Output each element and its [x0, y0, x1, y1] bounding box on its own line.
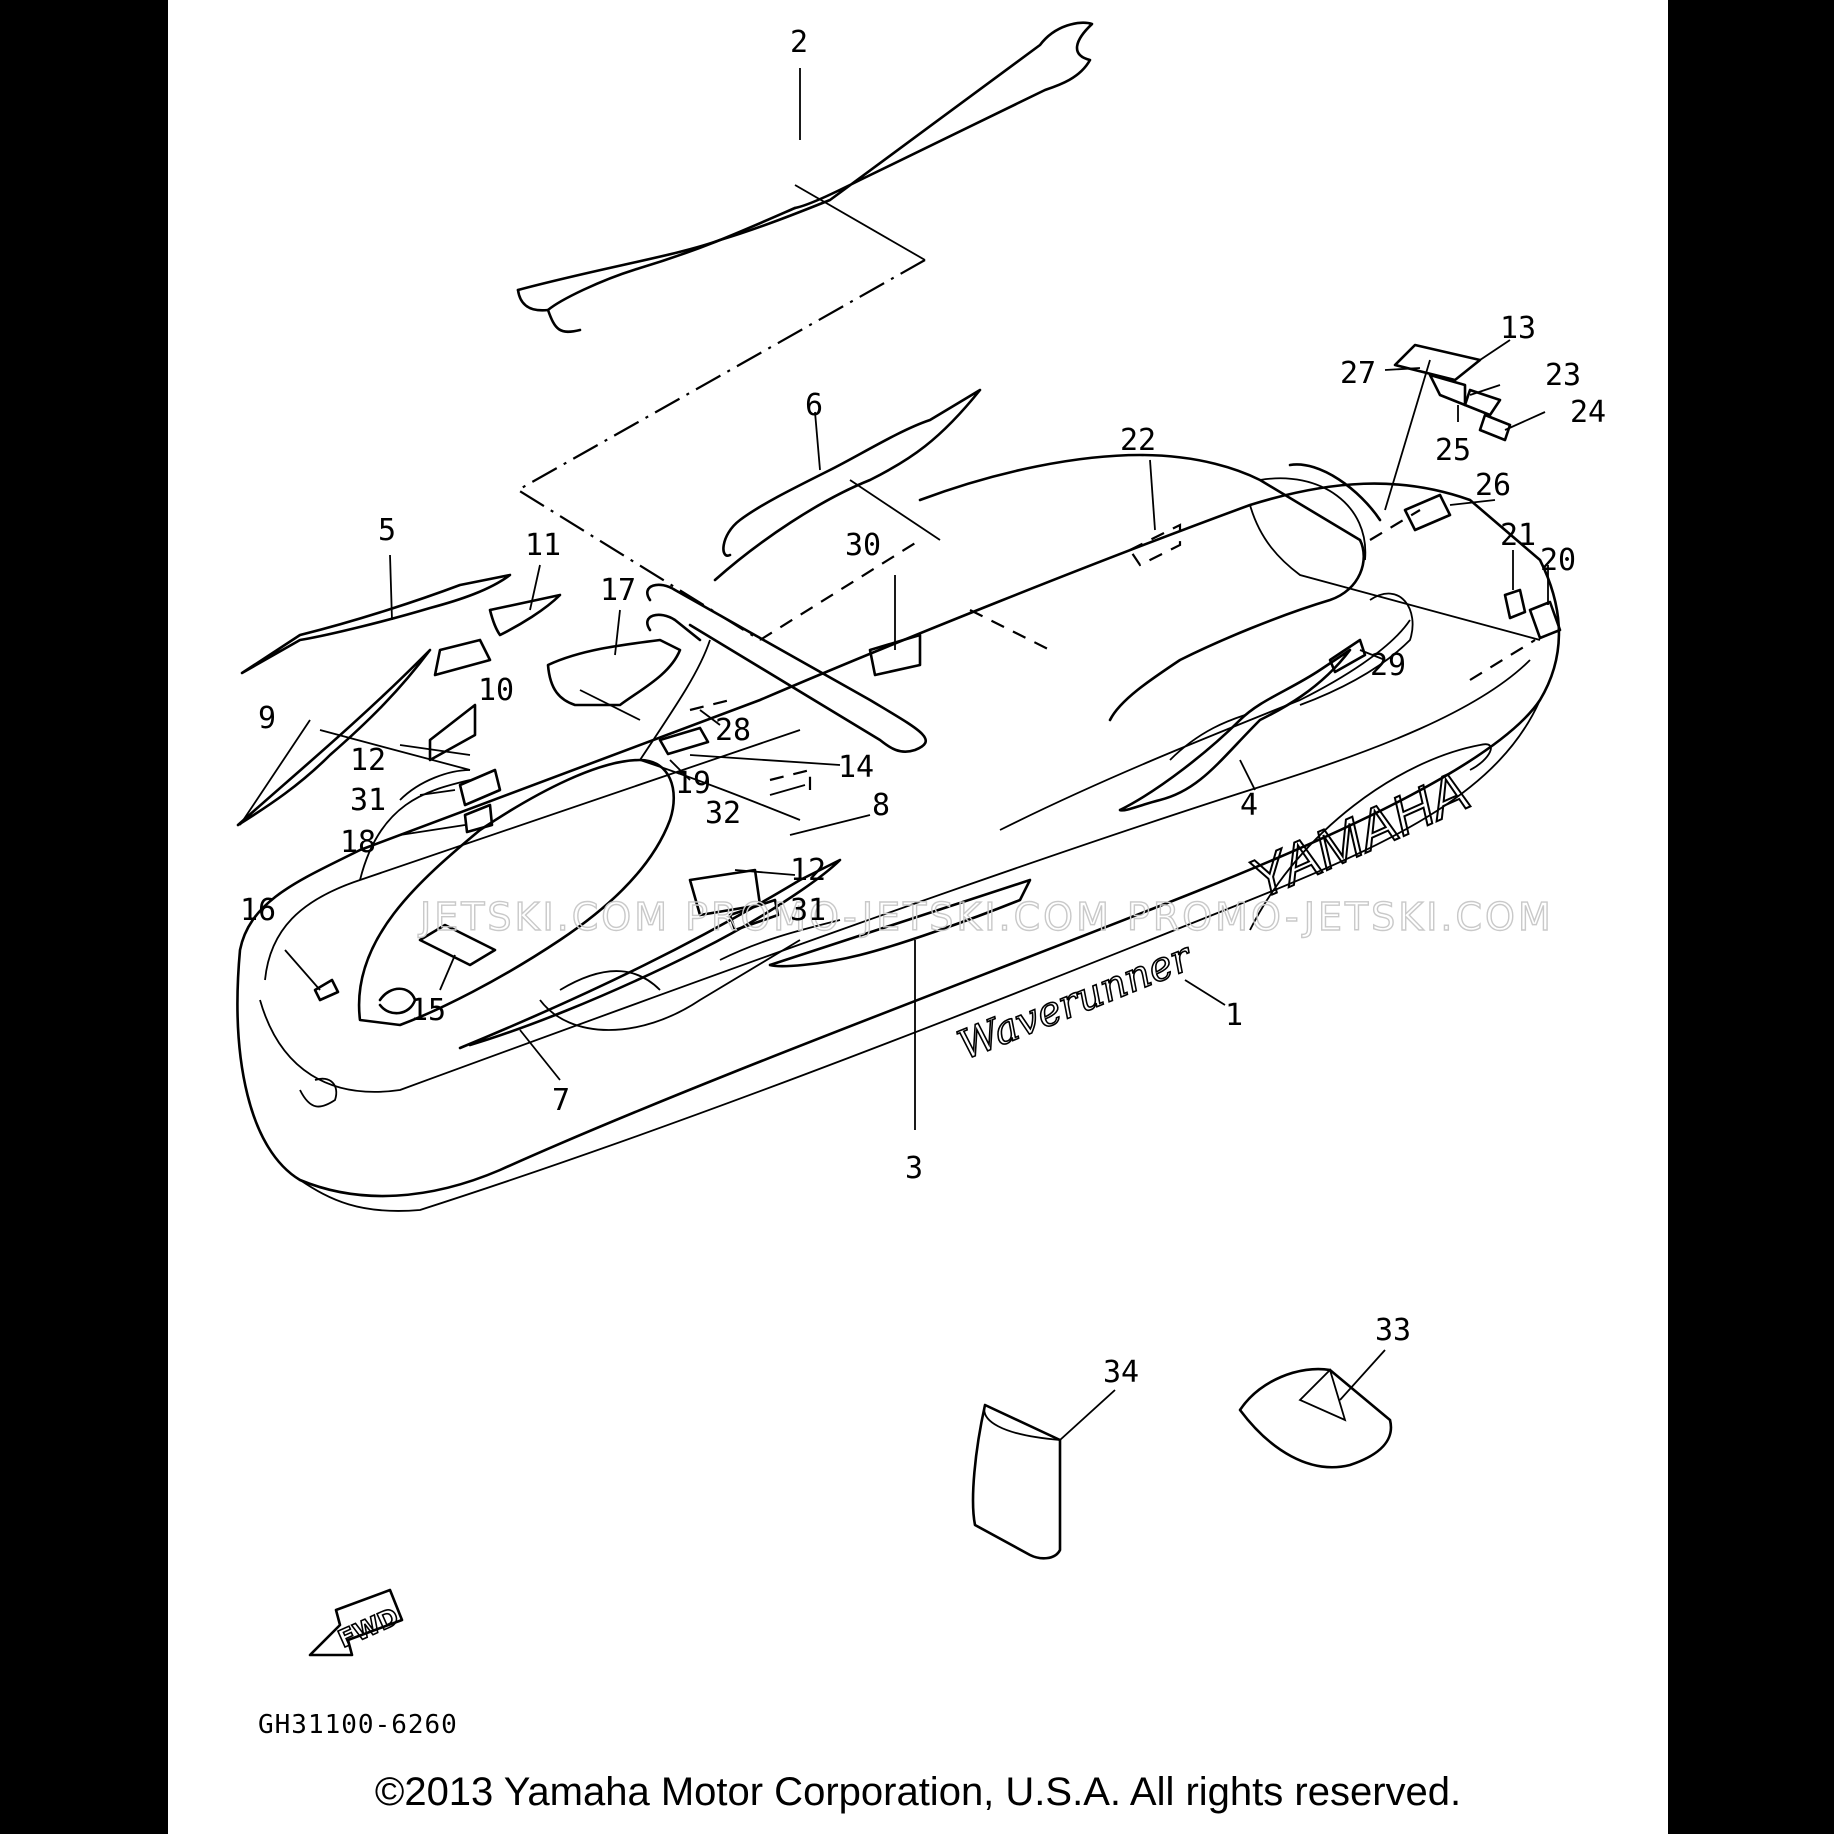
handlebar — [646, 583, 927, 753]
decal-17 — [546, 638, 682, 707]
part-34-cover — [971, 1403, 1062, 1560]
callout-12-rear: 12 — [350, 743, 386, 778]
decal-32 — [769, 768, 812, 790]
hidden-line-b — [759, 539, 921, 641]
fwd-arrow-icon: FWD — [308, 1588, 404, 1657]
callout-20: 20 — [1540, 543, 1576, 578]
seat-stripe-decal — [516, 21, 1094, 334]
callout-labels: 1 2 3 4 5 6 7 8 9 10 11 12 12 13 14 15 1… — [240, 25, 1606, 1390]
callout-8: 8 — [872, 788, 890, 823]
hull-body — [236, 482, 1561, 1212]
callout-10: 10 — [478, 673, 514, 708]
decal-6 — [713, 388, 982, 582]
hidden-line-a — [969, 609, 1051, 651]
callout-31-rear: 31 — [350, 783, 386, 818]
callout-21: 21 — [1500, 518, 1536, 553]
callout-32: 32 — [705, 796, 741, 831]
callout-4: 4 — [1240, 788, 1258, 823]
callout-1: 1 — [1225, 998, 1243, 1033]
callout-6: 6 — [805, 388, 823, 423]
callout-12-front: 12 — [790, 853, 826, 888]
callout-23: 23 — [1545, 358, 1581, 393]
callout-16: 16 — [240, 893, 276, 928]
callout-34: 34 — [1103, 1355, 1139, 1390]
callout-13: 13 — [1500, 311, 1536, 346]
front-hood — [357, 639, 801, 1027]
callout-27: 27 — [1340, 356, 1376, 391]
decal-17-leader — [579, 689, 641, 721]
decal-30 — [868, 633, 922, 677]
part-code: GH31100-6260 — [258, 1710, 458, 1740]
callout-18: 18 — [340, 825, 376, 860]
decal-28 — [689, 698, 731, 712]
callout-2: 2 — [790, 25, 808, 60]
decal-cluster-right — [1393, 343, 1512, 442]
hidden-line-d — [1469, 639, 1536, 681]
callout-26: 26 — [1475, 468, 1511, 503]
leader-dashdot — [515, 259, 926, 641]
side-decals — [458, 648, 1352, 1050]
left-decals — [236, 573, 562, 834]
decal-26 — [1403, 493, 1452, 532]
decal-21 — [1503, 588, 1527, 620]
callout-17: 17 — [600, 573, 636, 608]
callout-24: 24 — [1570, 395, 1606, 430]
callout-19: 19 — [675, 766, 711, 801]
callout-30: 30 — [845, 528, 881, 563]
callout-7: 7 — [552, 1083, 570, 1118]
callout-5: 5 — [378, 513, 396, 548]
callout-3: 3 — [905, 1151, 923, 1186]
watermark-text: JETSKI.COM PROMO-JETSKI.COM PROMO-JETSKI… — [418, 895, 1554, 939]
decal-20 — [1528, 600, 1562, 640]
callout-31-front: 31 — [790, 893, 826, 928]
decal-22 — [1128, 523, 1182, 567]
model-script-text: Waverunner — [952, 933, 1201, 1069]
callout-28: 28 — [715, 713, 751, 748]
callout-15: 15 — [410, 993, 446, 1028]
callout-22: 22 — [1120, 423, 1156, 458]
decal-29 — [1328, 638, 1367, 674]
callout-33: 33 — [1375, 1313, 1411, 1348]
leader-lines — [239, 68, 1549, 1441]
callout-25: 25 — [1435, 433, 1471, 468]
decal-31-front — [728, 898, 780, 932]
callout-9: 9 — [258, 701, 276, 736]
part-33-bag — [1238, 1367, 1393, 1469]
decal-16 — [313, 978, 340, 1002]
callout-14: 14 — [838, 750, 874, 785]
yamaha-brand-outline — [1249, 743, 1492, 931]
decal-6-leader — [849, 479, 941, 541]
fwd-label: FWD — [334, 1602, 403, 1653]
hidden-line-c — [1369, 509, 1421, 541]
copyright-notice: ©2013 Yamaha Motor Corporation, U.S.A. A… — [374, 1770, 1462, 1814]
callout-11: 11 — [525, 528, 561, 563]
callout-29: 29 — [1370, 648, 1406, 683]
decal-14 — [658, 726, 710, 756]
seat — [918, 453, 1382, 722]
